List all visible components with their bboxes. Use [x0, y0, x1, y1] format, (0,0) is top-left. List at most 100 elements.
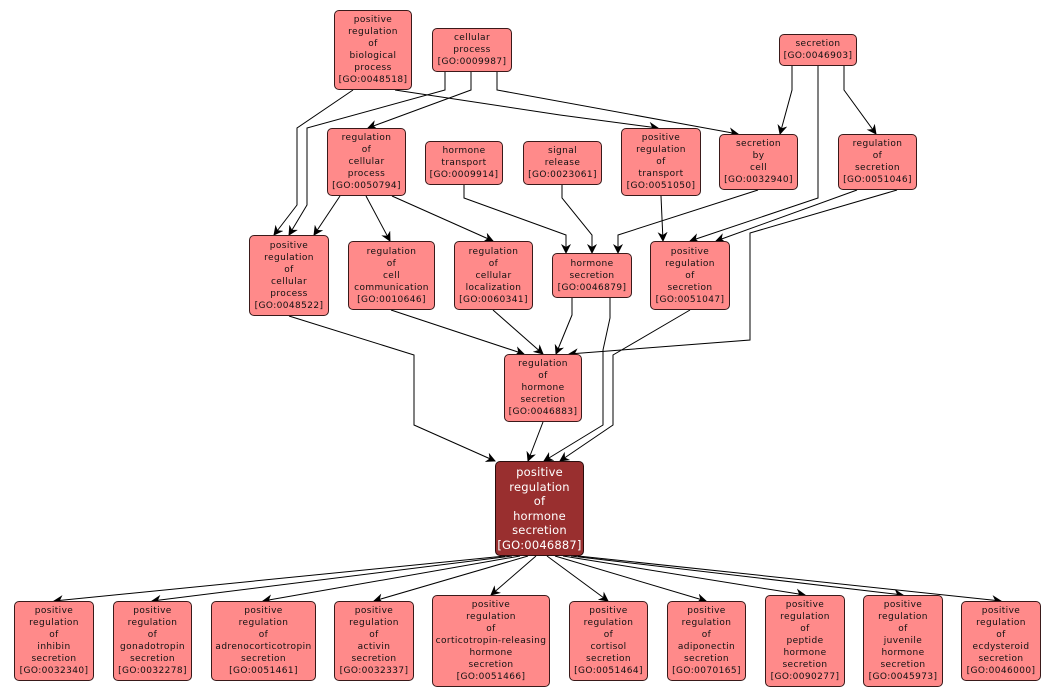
- go-term-label-line: transport: [638, 169, 684, 179]
- go-term-label-line: of: [368, 39, 378, 49]
- go-term-id: [GO:0046887]: [497, 537, 582, 552]
- edge-arrow: [394, 89, 659, 132]
- go-term-label-line: regulation: [341, 133, 392, 143]
- go-term-label-line: of: [486, 624, 496, 634]
- go-term-label-line: process: [354, 63, 392, 73]
- edge-arrow: [715, 189, 858, 243]
- go-term-id: [GO:0048522]: [254, 300, 324, 311]
- go-term-label-line: cell: [382, 270, 401, 281]
- go-term-label-line: secretion: [569, 270, 615, 281]
- go-term-label-line: regulation: [238, 618, 289, 628]
- go-term-label-line: secretion: [667, 282, 713, 293]
- go-term-label-line: regulation: [466, 612, 516, 622]
- go-term-node[interactable]: secretion[GO:0046903]: [779, 34, 857, 66]
- go-term-label-line: regulation: [878, 612, 928, 622]
- go-term-label-line: positive: [244, 606, 283, 616]
- edge-arrow: [490, 555, 537, 596]
- go-term-label-line: signal: [547, 146, 578, 156]
- go-term-label-line: hormone: [513, 508, 566, 523]
- edge-arrow: [568, 189, 898, 359]
- go-term-label-line: of: [533, 494, 546, 508]
- edge-arrow: [526, 421, 544, 462]
- go-term-label-line: of: [147, 630, 158, 640]
- go-term-label-line: by: [752, 151, 765, 161]
- go-term-label-line: positive: [471, 600, 511, 610]
- go-term-label-line: positive: [269, 240, 309, 251]
- go-term-label-line: juvenile: [883, 636, 923, 646]
- edge-arrow: [53, 555, 506, 606]
- go-term-label-line: regulation: [348, 27, 398, 37]
- edge-arrow: [367, 72, 472, 130]
- go-term-id: [GO:0070165]: [672, 666, 741, 676]
- edge-arrow: [843, 66, 877, 135]
- go-term-label-line: adrenocorticotropin: [215, 642, 312, 652]
- go-term-id: [GO:0046883]: [508, 407, 578, 417]
- edge-arrow: [613, 189, 759, 254]
- go-term-label-line: secretion: [240, 654, 287, 664]
- go-term-label-line: regulation: [681, 618, 732, 628]
- edge-arrow: [546, 555, 609, 602]
- go-term-label-line: of: [284, 264, 294, 275]
- edge-arrow: [390, 309, 525, 356]
- edge-arrow: [365, 195, 391, 242]
- go-term-label-line: positive: [354, 606, 394, 616]
- go-term-label-line: biological: [349, 51, 397, 61]
- go-term-label-line: regulation: [636, 145, 686, 155]
- go-term-label-line: secretion: [683, 654, 730, 664]
- edge-arrow: [657, 195, 668, 242]
- edge-arrow: [554, 555, 707, 604]
- go-term-label-line: hormone: [521, 383, 565, 393]
- edge-arrow: [373, 555, 529, 604]
- go-term-label-line: hormone: [469, 648, 513, 658]
- go-term-label-line: cellular: [475, 270, 512, 281]
- go-term-label-line: of: [538, 371, 548, 381]
- go-term-label-line: of: [258, 630, 269, 640]
- go-term-label-line: of: [685, 270, 695, 281]
- go-term-label-line: cellular: [348, 157, 385, 167]
- go-term-label-line: positive: [353, 15, 393, 25]
- go-term-id: [GO:0051047]: [655, 294, 725, 305]
- go-term-node[interactable]: positive regulation of adrenocorticotropin s…: [211, 601, 316, 681]
- edge-arrow: [562, 555, 806, 599]
- go-term-id: [GO:0032340]: [19, 666, 89, 676]
- go-term-label-line: positive: [785, 600, 825, 610]
- edge-arrow: [577, 555, 1002, 606]
- go-term-label-line: regulation: [509, 479, 570, 494]
- go-term-label-line: hormone: [881, 648, 925, 658]
- go-term-id: [GO:0046000]: [966, 666, 1036, 676]
- go-term-label-line: of: [488, 258, 499, 269]
- go-term-label-line: of: [800, 624, 810, 634]
- go-term-label-line: of: [656, 157, 666, 167]
- go-term-label-line: cellular: [270, 276, 308, 287]
- go-term-label-line: cortisol: [590, 642, 627, 652]
- go-term-label-line: regulation: [29, 618, 79, 628]
- edge-arrow: [288, 72, 446, 236]
- go-term-label-line: secretion: [782, 660, 828, 670]
